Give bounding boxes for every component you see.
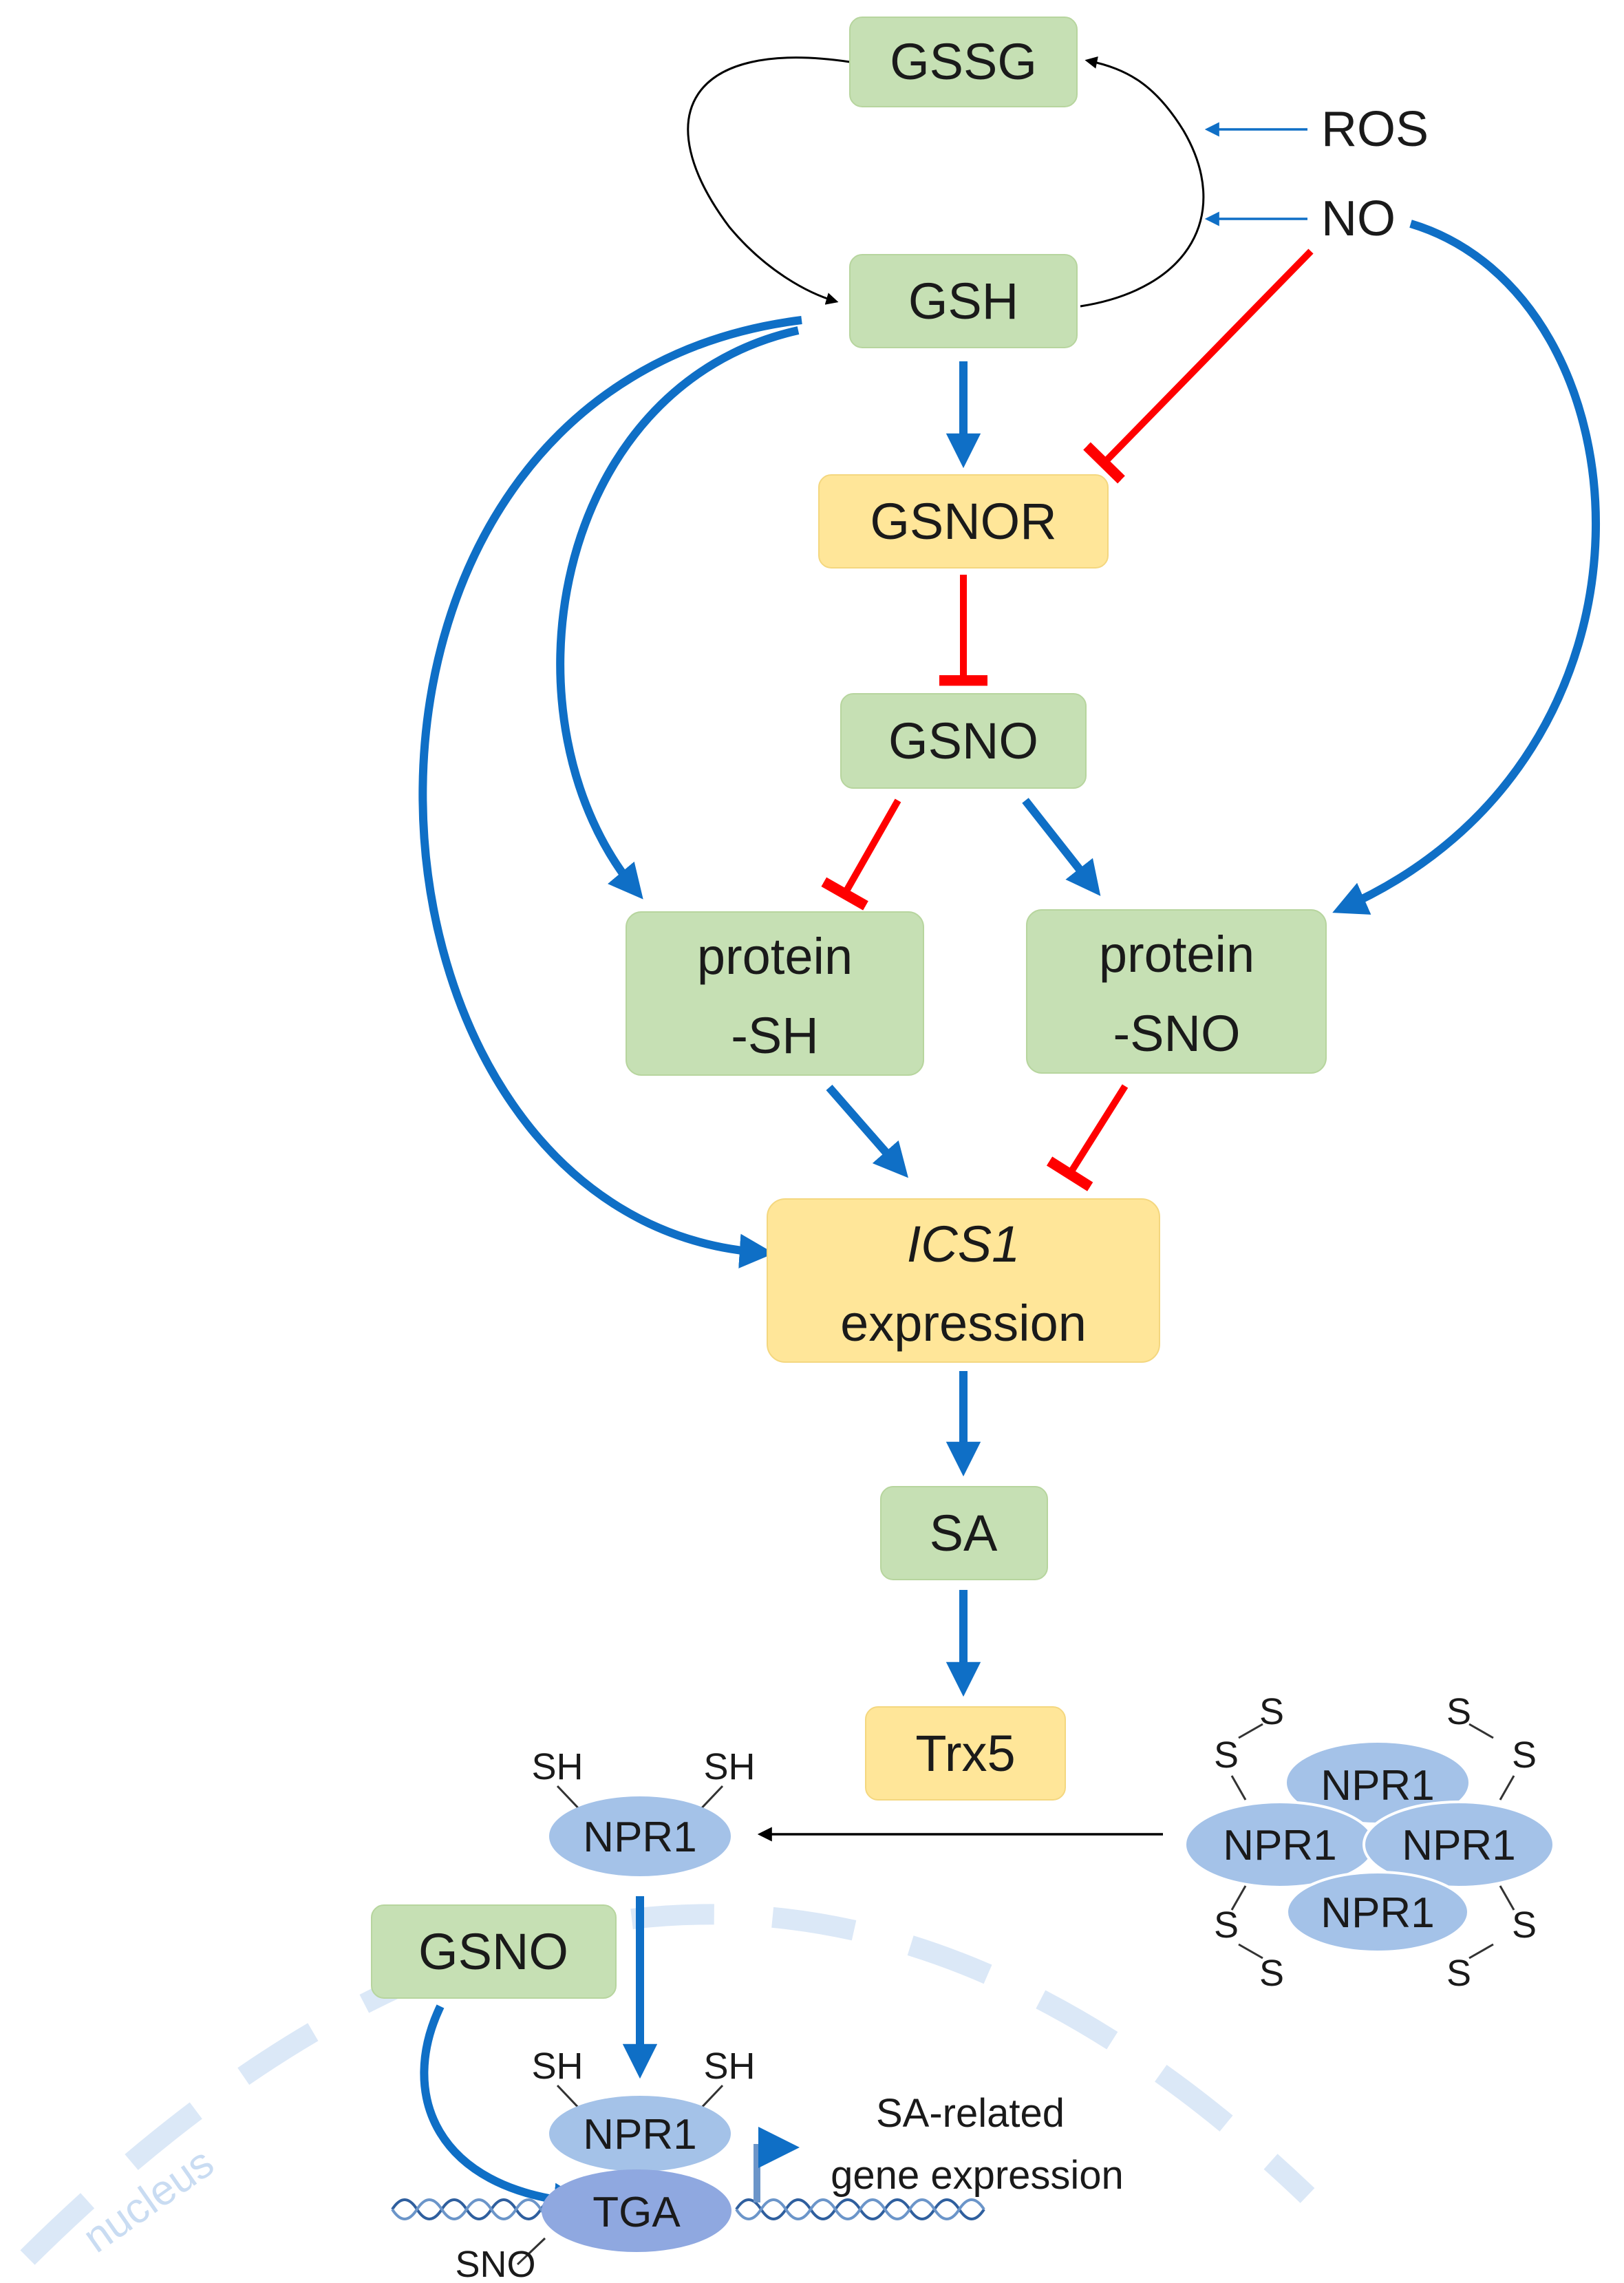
s-label-3: S [1446,1691,1471,1732]
protein-sno-label-line2: -SNO [1113,1005,1241,1062]
sh-label-left: SH [531,1746,583,1787]
protein-sno-node: protein -SNO [1026,909,1327,1074]
tga-label: TGA [592,2189,681,2236]
tga-node: TGA SNO [455,2169,731,2283]
gsh-to-ics1-arrow [418,316,802,1268]
protein-sh-label-line2: -SH [731,1007,818,1064]
gsno-node: GSNO [840,693,1087,789]
no-label: NO [1321,191,1396,246]
gsno-to-tga-arrow [420,2004,589,2218]
gsno-to-protein-sno-arrow [1022,798,1101,896]
npr1-nucleus: SH SH NPR1 [531,2046,756,2171]
sh-label-right: SH [703,1746,755,1787]
no-to-protein-sno-arrow [1332,220,1600,915]
trx5-label: Trx5 [915,1725,1015,1782]
sh-label-nucleus-right: SH [703,2046,755,2087]
npr1-nucleus-label: NPR1 [583,2111,696,2158]
npr1-monomer: NPR1 SH SH [531,1746,756,1876]
gsh-to-gssg-arc [1080,56,1205,308]
sa-node: SA [880,1486,1048,1580]
ics1-label-line1: ICS1 [907,1215,1021,1273]
trx5-node: Trx5 [865,1706,1066,1801]
ics1-expression-node: ICS1 expression [767,1198,1160,1363]
transcription-start-arrow [754,2127,800,2202]
s-label-2: S [1214,1734,1239,1776]
sh-label-nucleus-left: SH [531,2046,583,2087]
gsno-nucleus-label: GSNO [418,1923,568,1980]
no-inhibits-gsnor [1083,248,1314,484]
gsh-node: GSH [849,254,1078,348]
npr1-oligomer: NPR1 NPR1 NPR1 NPR1 S S S S S S S S [1184,1691,1555,1994]
dna-helix-right [735,2198,985,2220]
protein-sno-label-line1: protein [1099,926,1254,983]
s-label-7: S [1446,1953,1471,1994]
gsnor-label: GSNOR [870,493,1056,550]
gsno-nucleus-node: GSNO [371,1904,617,1999]
s-label-8: S [1512,1904,1537,1946]
ros-label: ROS [1321,102,1429,157]
s-label-6: S [1259,1953,1284,1994]
gene-expression-label-line2: gene expression [831,2153,1124,2198]
npr1-oligomer-top-label: NPR1 [1321,1762,1434,1809]
protein-sh-to-ics1-arrow [826,1085,908,1178]
s-label-5: S [1214,1904,1239,1946]
s-label-1: S [1259,1691,1284,1732]
gssg-node: GSSG [849,17,1078,107]
gsno-label: GSNO [888,712,1038,769]
s-label-4: S [1512,1734,1537,1776]
gsh-to-protein-sh-arrow [556,326,800,900]
protein-sh-node: protein -SH [626,911,924,1076]
gene-expression-label-line1: SA-related [876,2091,1065,2136]
gsnor-node: GSNOR [818,474,1109,569]
gssg-to-gsh-arc [687,56,851,305]
gssg-label: GSSG [890,33,1037,90]
ics1-label-line2: expression [840,1295,1087,1352]
npr1-monomer-label: NPR1 [583,1814,696,1861]
protein-sh-label-line1: protein [697,928,853,985]
gsh-label: GSH [908,273,1018,330]
protein-sno-inhibits-ics1 [1046,1084,1129,1191]
npr1-oligomer-right-label: NPR1 [1402,1822,1515,1869]
sa-label: SA [930,1505,998,1562]
npr1-oligomer-bottom-label: NPR1 [1321,1889,1434,1937]
gsno-inhibits-protein-sh [821,798,901,911]
sno-label: SNO [455,2244,535,2283]
npr1-oligomer-left-label: NPR1 [1223,1822,1336,1869]
nucleus-membrane [20,1904,1315,2265]
